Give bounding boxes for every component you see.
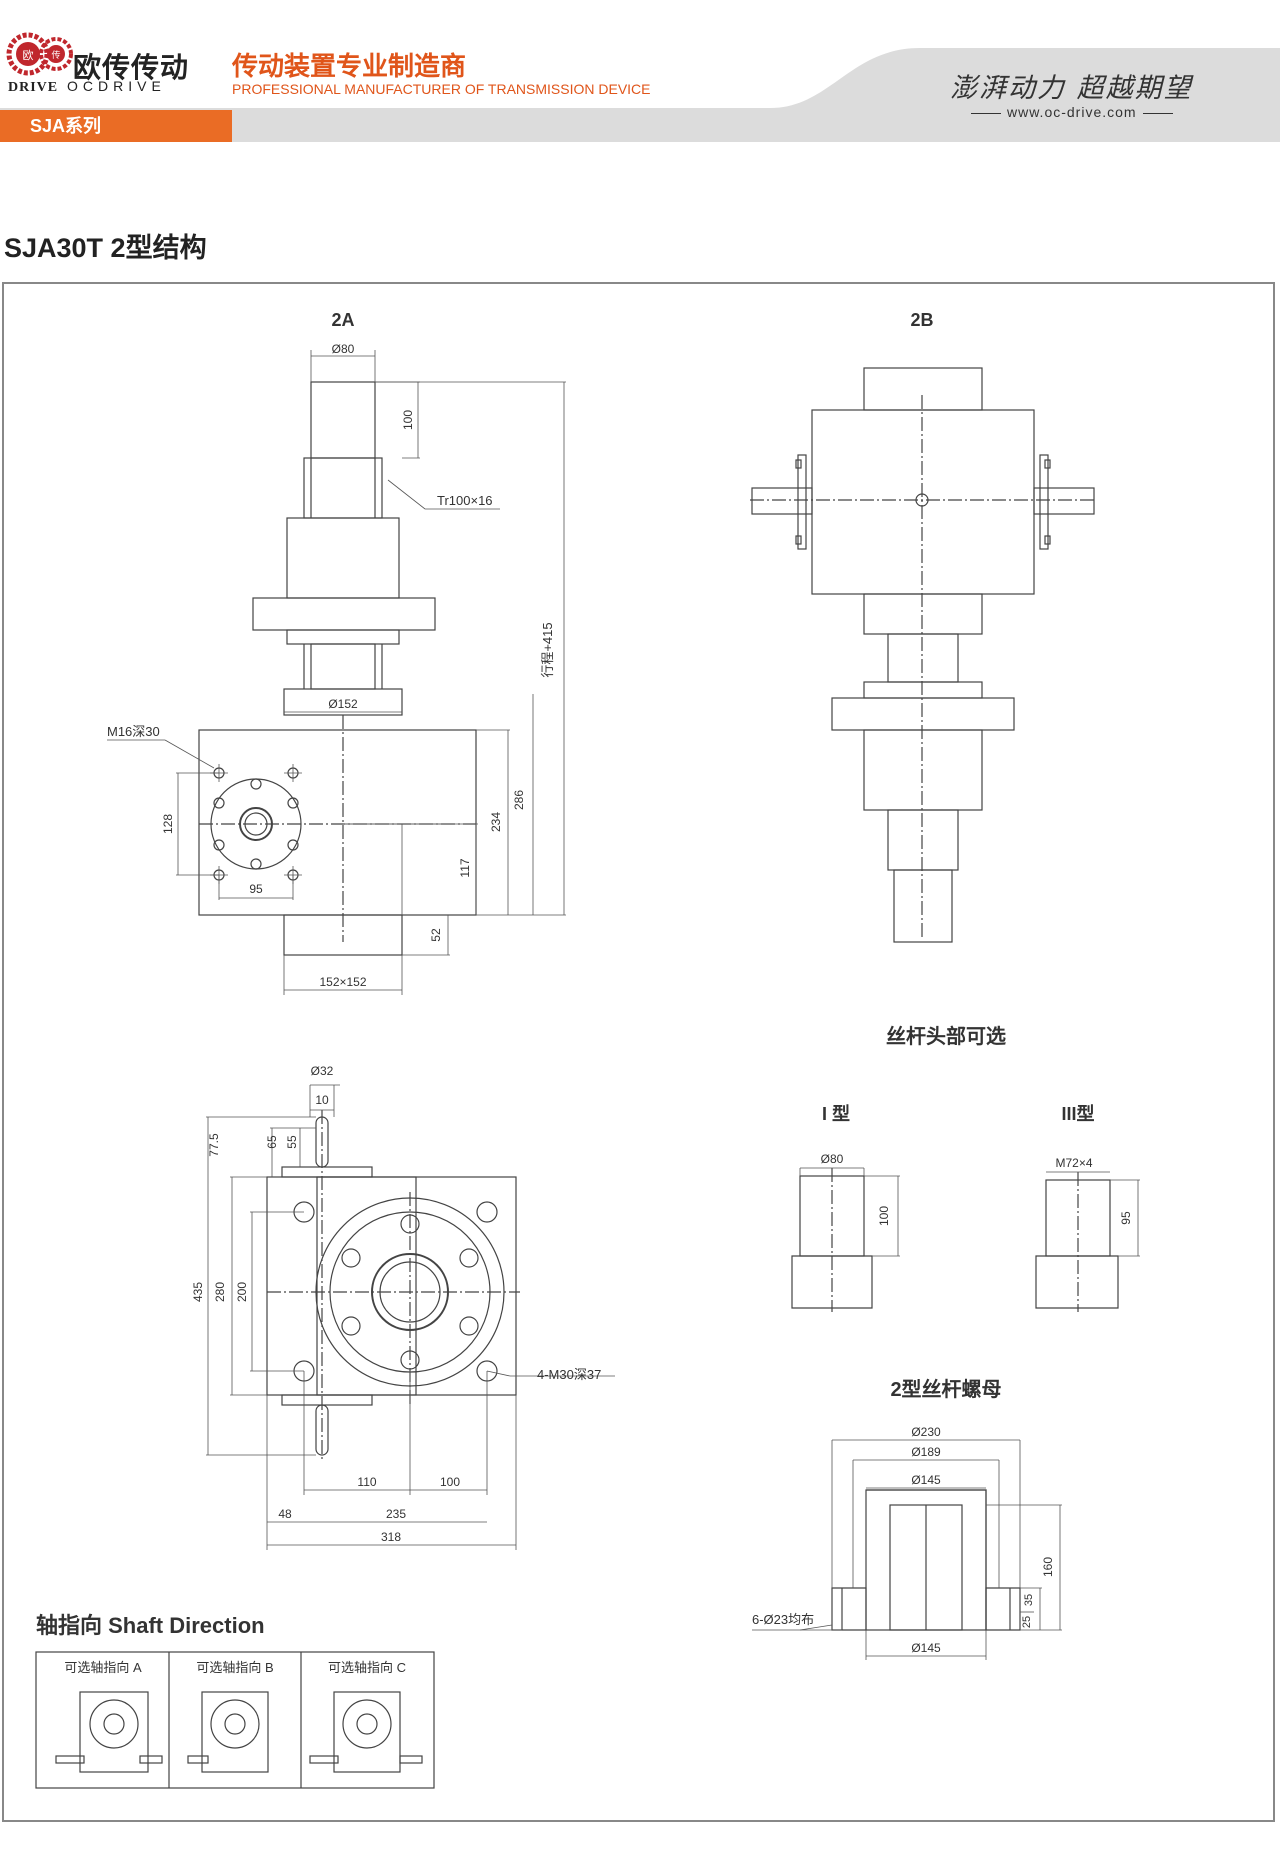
shaft-option-b-icon <box>187 1691 269 1773</box>
brand-en-drive: DRIVE <box>8 80 59 95</box>
dim-2a-286: 286 <box>512 790 526 810</box>
dim-2a-d80: Ø80 <box>332 342 355 356</box>
dim-2a-thread: Tr100×16 <box>437 493 493 508</box>
dim-2a-d152: Ø152 <box>328 697 358 711</box>
dim-top-55: 55 <box>285 1135 299 1149</box>
type3-label: III型 <box>1061 1103 1094 1124</box>
page-header: 欧 传 欧传传动 DRIVE OCDRIVE 传动装置专业制造商 PROFESS… <box>0 0 1280 145</box>
screw-end-options: 丝杆头部可选 I 型 III型 Ø80 100 M72×4 95 <box>791 1024 1140 1312</box>
brand-en-ocdrive: OCDRIVE <box>67 78 166 94</box>
company-logo: 欧 传 <box>6 30 196 100</box>
series-tab: SJA系列 <box>0 110 232 142</box>
nut-d189: Ø189 <box>911 1445 941 1459</box>
view-top: Ø32 10 77.5 65 55 435 280 200 4-M30深37 1… <box>191 1064 615 1550</box>
slogan: 澎湃动力 超越期望 <box>950 73 1193 104</box>
nut-25: 25 <box>1021 1616 1033 1628</box>
tagline-cn: 传动装置专业制造商 <box>232 51 467 81</box>
shaft-option-c-label: 可选轴指向 C <box>328 1660 406 1675</box>
gear-logo-icon: 欧 传 <box>6 32 73 76</box>
nut-160: 160 <box>1041 1557 1055 1577</box>
logo-letter-1: 欧 <box>23 49 34 62</box>
dim-2a-95: 95 <box>249 882 263 896</box>
nut-d145-bottom: Ø145 <box>911 1641 941 1655</box>
dim-2a-100: 100 <box>401 410 415 430</box>
type1-dia: Ø80 <box>821 1152 844 1166</box>
shaft-direction-title: 轴指向 Shaft Direction <box>36 1613 265 1638</box>
view-2b: 2B <box>750 310 1095 943</box>
dim-top-100: 100 <box>440 1475 460 1489</box>
shaft-direction: 轴指向 Shaft Direction 可选轴指向 A 可选轴指向 B 可选轴指… <box>35 1613 435 1789</box>
dim-2a-234: 234 <box>489 812 503 832</box>
dim-top-110: 110 <box>357 1475 376 1489</box>
shaft-option-a-label: 可选轴指向 A <box>64 1660 142 1675</box>
logo-letter-2: 传 <box>51 49 60 61</box>
dim-top-435: 435 <box>191 1282 205 1302</box>
dim-2a-128: 128 <box>161 814 175 834</box>
dim-top-d32: Ø32 <box>311 1064 334 1078</box>
page-title: SJA30T 2型结构 <box>4 233 207 263</box>
nut-d145-top: Ø145 <box>911 1473 941 1487</box>
nut-holes: 6-Ø23均布 <box>752 1612 814 1627</box>
drawing-frame <box>2 282 1275 1822</box>
nut-35: 35 <box>1023 1594 1035 1606</box>
shaft-option-b-label: 可选轴指向 B <box>196 1660 273 1675</box>
shaft-option-c-icon <box>309 1691 423 1773</box>
nut-d230: Ø230 <box>911 1425 941 1439</box>
view-2a-title: 2A <box>331 310 354 330</box>
screw-ends-title: 丝杆头部可选 <box>886 1024 1006 1048</box>
tagline-en: PROFESSIONAL MANUFACTURER OF TRANSMISSIO… <box>232 81 651 97</box>
dim-top-200: 200 <box>235 1282 249 1302</box>
view-2a: 2A <box>107 310 566 995</box>
dim-top-holes: 4-M30深37 <box>537 1367 601 1382</box>
dim-2a-tapped-holes: M16深30 <box>107 724 160 739</box>
type1-len: 100 <box>877 1206 891 1226</box>
dim-2a-base: 152×152 <box>319 975 366 989</box>
nut-title: 2型丝杆螺母 <box>890 1377 1001 1401</box>
dim-top-10: 10 <box>315 1093 329 1107</box>
type3-thread: M72×4 <box>1055 1156 1092 1170</box>
dim-top-65: 65 <box>265 1135 279 1149</box>
type3-len: 95 <box>1119 1211 1133 1225</box>
shaft-option-a-icon <box>55 1691 163 1773</box>
nut-drawing: 2型丝杆螺母 Ø230 Ø189 Ø145 160 35 25 6-Ø23均布 … <box>752 1377 1062 1660</box>
type1-label: I 型 <box>822 1103 850 1124</box>
view-2b-title: 2B <box>910 310 933 330</box>
dim-2a-117: 117 <box>458 858 472 877</box>
dim-top-77-5: 77.5 <box>207 1133 221 1157</box>
dim-2a-52: 52 <box>429 928 443 942</box>
brand-name-cn: 欧传传动 <box>73 52 190 83</box>
dim-2a-stroke: 行程+415 <box>540 622 555 677</box>
dim-top-48: 48 <box>278 1507 292 1521</box>
website: www.oc-drive.com <box>965 104 1179 120</box>
dim-top-280: 280 <box>213 1282 227 1302</box>
dim-top-235: 235 <box>386 1507 406 1521</box>
dim-top-318: 318 <box>381 1530 401 1544</box>
brand-name-en: DRIVE OCDRIVE <box>8 78 166 96</box>
